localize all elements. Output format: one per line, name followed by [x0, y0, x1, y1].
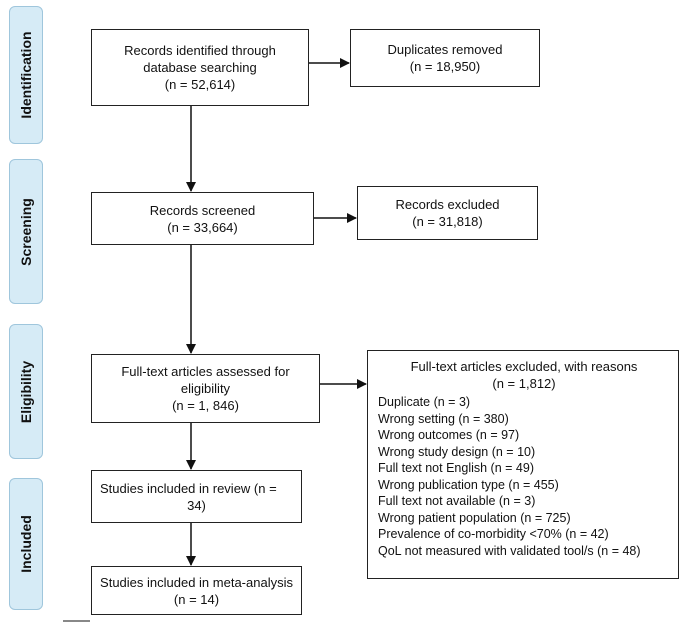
phase-included: Included [9, 478, 43, 610]
exclusion-reason: Full text not available (n = 3) [378, 494, 536, 508]
records-excluded-label: Records excluded [395, 197, 500, 212]
exclusion-reason: Wrong outcomes (n = 97) [378, 428, 520, 442]
exclusion-reason: Wrong setting (n = 380) [378, 411, 509, 426]
fulltext-assessed-line2: eligibility [180, 381, 231, 396]
exclusion-reason: Duplicate (n = 3) [378, 395, 471, 409]
studies-review-box: Studies included in review (n = 34) [91, 470, 302, 523]
fulltext-assessed-line1: Full-text articles assessed for [121, 364, 290, 379]
exclusion-reason: Full text not English (n = 49) [378, 461, 534, 475]
records-screened-box: Records screened (n = 33,664) [91, 192, 314, 245]
records-identified-count: (n = 52,614) [164, 77, 236, 92]
studies-review-line1: Studies included in review (n = [100, 481, 277, 496]
exclusion-reason: Wrong patient population (n = 725) [378, 510, 571, 525]
fulltext-excluded-box: Full-text articles excluded, with reason… [367, 350, 679, 579]
studies-meta-count: (n = 14) [173, 591, 220, 607]
phase-screening: Screening [9, 159, 43, 304]
phase-identification: Identification [9, 6, 43, 144]
records-excluded-count: (n = 31,818) [412, 214, 483, 229]
exclusion-reason: QoL not measured with validated tool/s (… [378, 543, 641, 558]
records-screened-count: (n = 33,664) [167, 219, 238, 235]
records-identified-line2: database searching [143, 60, 257, 75]
fulltext-excluded-count: (n = 1,812) [492, 375, 556, 391]
exclusion-reason: Wrong study design (n = 10) [378, 444, 536, 459]
fulltext-assessed-box: Full-text articles assessed for eligibil… [91, 354, 320, 423]
fulltext-assessed-count: (n = 1, 846) [172, 398, 239, 413]
exclusion-reason: Wrong publication type (n = 455) [378, 477, 559, 492]
records-identified-box: Records identified through database sear… [91, 29, 309, 106]
records-screened-label: Records screened [149, 202, 256, 218]
exclusion-reasons-list: Duplicate (n = 3) Wrong setting (n = 380… [378, 394, 670, 559]
duplicates-removed-label: Duplicates removed [387, 42, 503, 57]
duplicates-removed-box: Duplicates removed (n = 18,950) [350, 29, 540, 87]
exclusion-reason: Prevalence of co-morbidity <70% (n = 42) [378, 527, 609, 541]
records-excluded-box: Records excluded (n = 31,818) [357, 186, 538, 240]
studies-meta-box: Studies included in meta-analysis (n = 1… [91, 566, 302, 615]
studies-meta-label: Studies included in meta-analysis [100, 574, 293, 590]
studies-review-line2: 34) [187, 498, 206, 513]
phase-eligibility: Eligibility [9, 324, 43, 459]
duplicates-removed-count: (n = 18,950) [409, 59, 481, 74]
records-identified-line1: Records identified through [124, 43, 276, 58]
fulltext-excluded-title: Full-text articles excluded, with reason… [410, 359, 638, 374]
